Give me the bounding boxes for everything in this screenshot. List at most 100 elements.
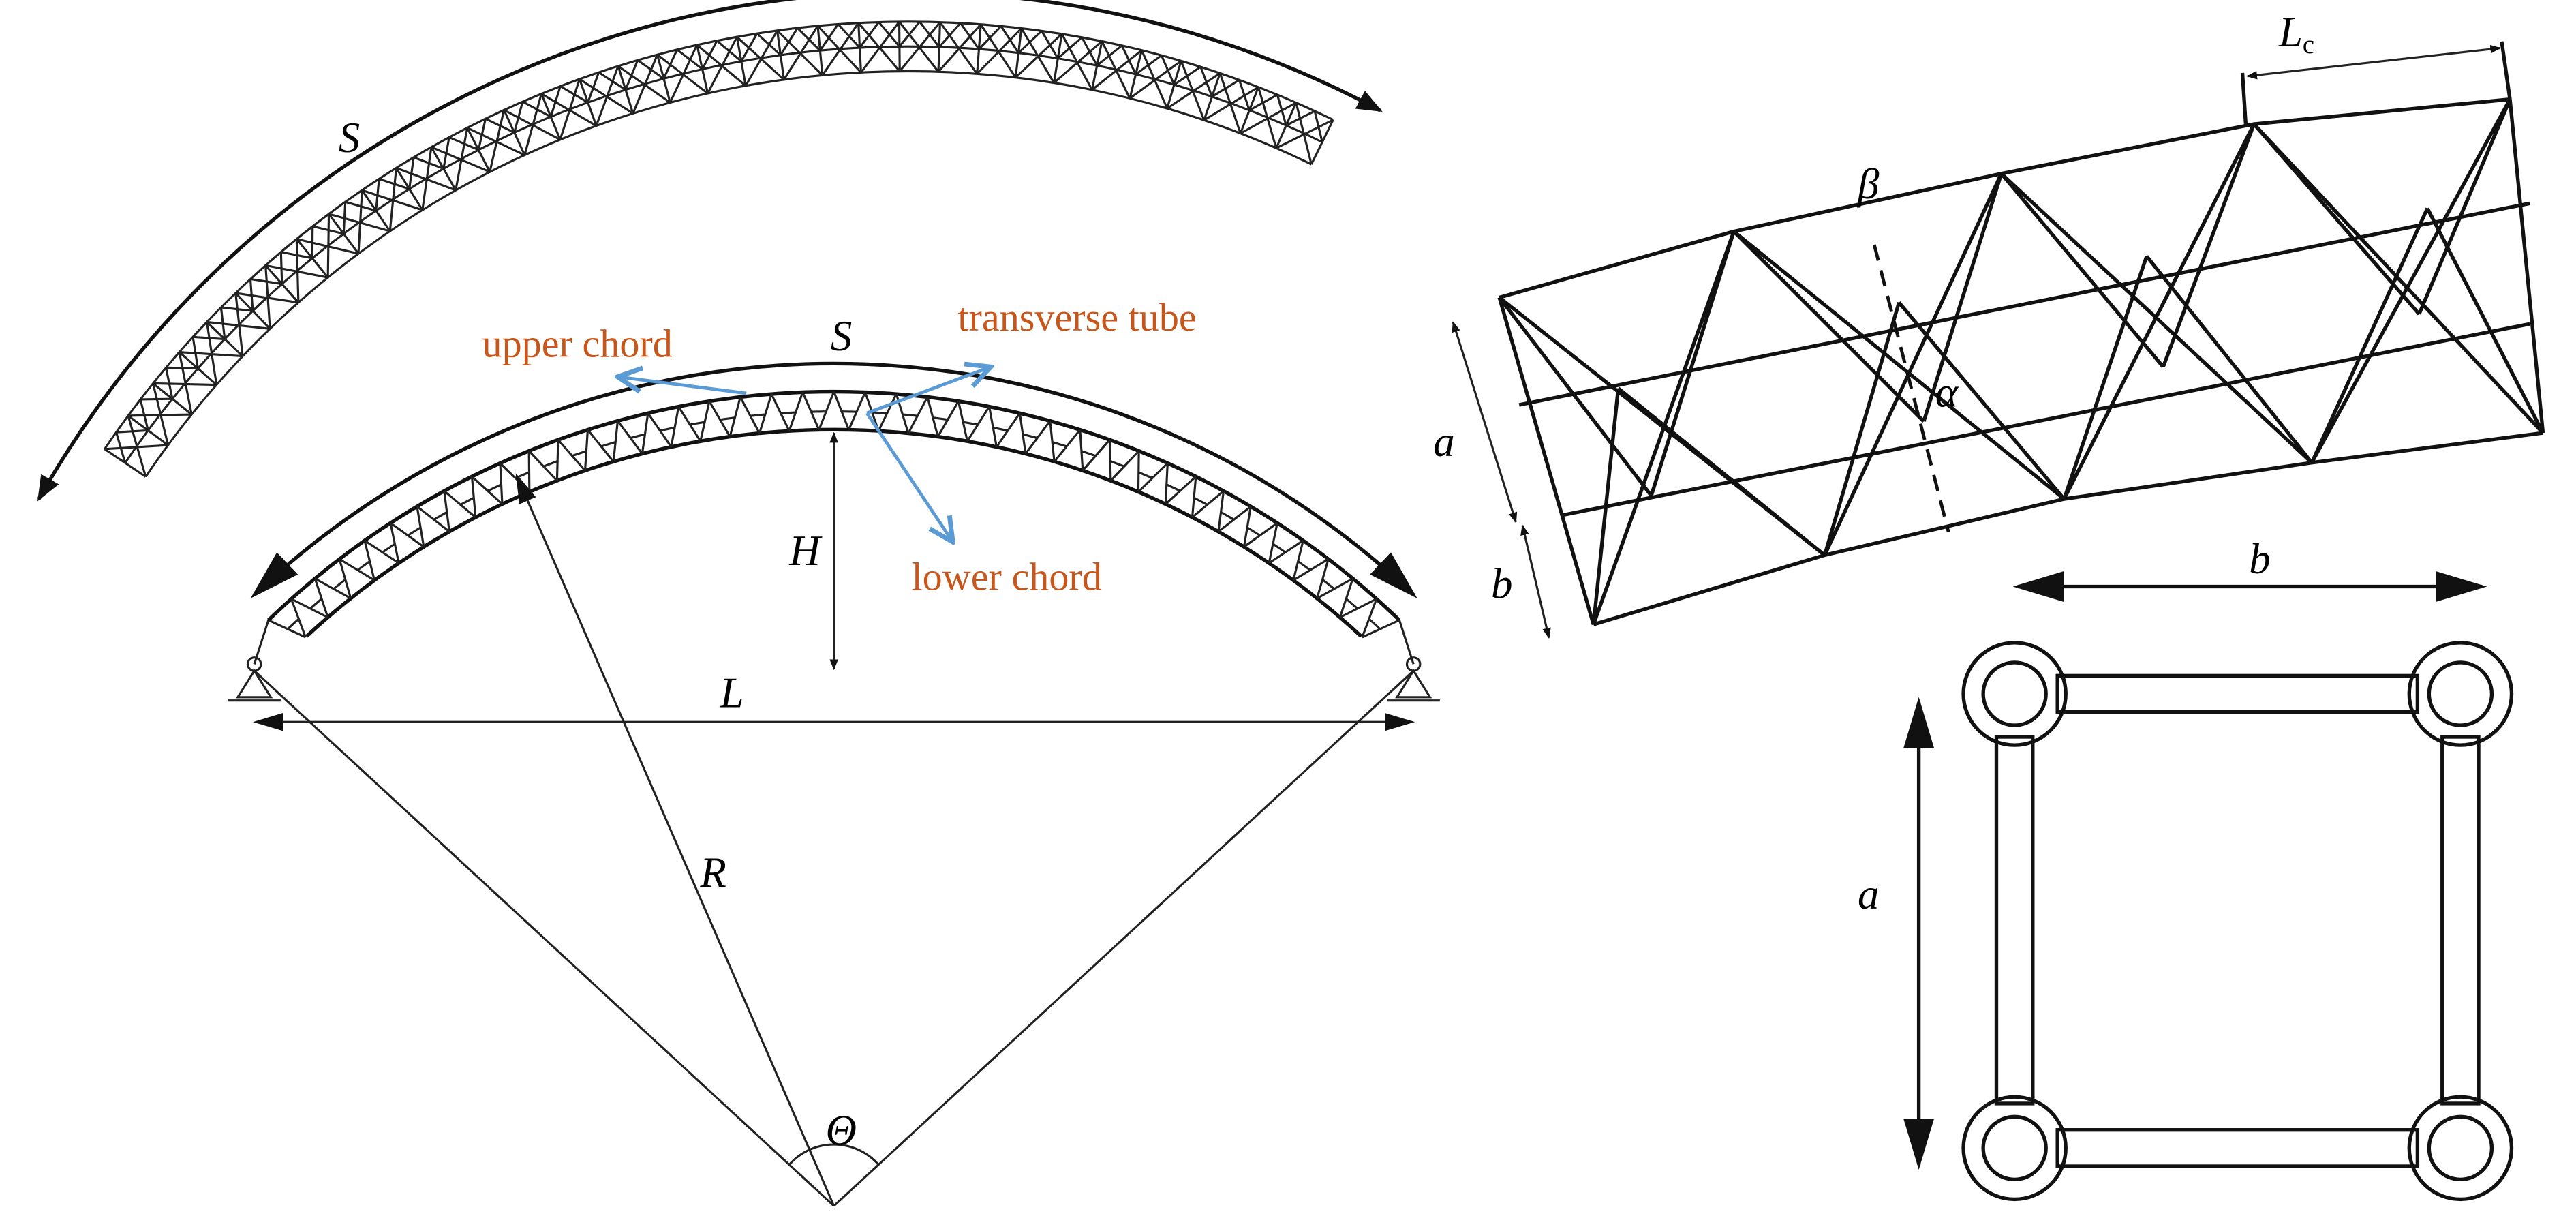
diagonal-member	[780, 27, 799, 56]
transverse-tube	[1052, 441, 1067, 448]
web-member	[988, 406, 998, 447]
diagonal-member	[489, 110, 506, 172]
diagonal-member	[662, 49, 678, 80]
chord-2	[144, 70, 1313, 478]
web-member	[1137, 462, 1169, 493]
transverse-tube	[1345, 598, 1358, 609]
transverse-tube	[460, 497, 474, 506]
diagonal-member	[2145, 255, 2314, 464]
web-member	[527, 451, 531, 492]
upper-chord	[266, 389, 1401, 622]
angle-alpha-label: α	[1935, 368, 1959, 416]
diagonal-member	[1732, 230, 1925, 423]
web-member	[1243, 522, 1278, 548]
diagonal-member	[116, 429, 149, 434]
diagonal-member	[375, 179, 380, 211]
diagonal-member	[1591, 230, 1736, 626]
diagonal-member	[637, 59, 664, 80]
web-member	[1165, 475, 1197, 505]
diagonal-member	[1822, 301, 1901, 556]
chord-tube-outer	[2407, 641, 2514, 747]
transverse-tube	[963, 421, 978, 426]
web-member	[936, 400, 960, 438]
transverse-member	[1310, 119, 1334, 165]
web-member	[1191, 476, 1197, 518]
diagonal-member	[2062, 123, 2256, 500]
diagonal-member	[859, 21, 880, 48]
lower-chord	[305, 427, 1363, 638]
diagonal-member	[937, 23, 982, 73]
diagonal-member	[938, 22, 962, 48]
diagonal-member	[797, 27, 821, 52]
web-member	[907, 396, 929, 434]
section-height-label: a	[1858, 870, 1880, 918]
web-member	[1053, 429, 1082, 463]
height-a-label: a	[1433, 418, 1455, 466]
diagonal-member	[1057, 36, 1083, 59]
web-member	[1109, 450, 1140, 482]
arc-length-arrow-top	[37, 0, 1383, 502]
transverse-member	[1275, 102, 1298, 149]
diagonal-member	[1096, 44, 1123, 67]
transverse-tube	[543, 460, 557, 468]
chord-line-middle-2	[1560, 322, 2530, 517]
diagonal-member	[716, 40, 742, 63]
panel-tick-right	[2500, 41, 2512, 100]
web-member	[471, 475, 504, 505]
height-a-arrow	[1452, 321, 1518, 523]
transverse-tube	[1298, 560, 1310, 571]
transverse-tube	[1272, 543, 1286, 553]
web-member	[739, 396, 761, 434]
diagonal-member	[295, 239, 300, 303]
transverse-tube	[933, 416, 948, 421]
lower-chord-arrow	[865, 412, 953, 542]
transverse-tube	[872, 411, 887, 414]
web-member	[699, 401, 711, 442]
web-member	[1024, 420, 1052, 455]
chord-0	[104, 20, 1334, 450]
web-member	[1164, 463, 1169, 504]
web-member	[290, 598, 328, 619]
transverse-tube	[357, 560, 370, 571]
transverse-tube	[1110, 460, 1124, 468]
web-member	[612, 421, 619, 462]
transverse-member	[696, 44, 709, 94]
transverse-tube	[750, 413, 765, 417]
diagonal-member	[1591, 388, 1621, 625]
end-post-right	[1398, 620, 1415, 665]
web-member	[1361, 598, 1378, 638]
chord-tube-inner	[2427, 660, 2494, 727]
web-member	[647, 412, 673, 448]
diagonal-member	[2062, 256, 2149, 500]
diagonal-member	[756, 33, 782, 57]
diagonal-member	[1000, 25, 1019, 54]
web-member	[583, 429, 589, 471]
radius-arrow	[515, 473, 835, 1206]
arc-length-label-mid: S	[831, 312, 853, 360]
transverse-member	[976, 24, 982, 74]
diagonal-member	[1081, 37, 1099, 66]
web-member	[1217, 505, 1252, 533]
web-member	[617, 420, 643, 455]
diagonal-member	[1616, 386, 1826, 557]
transverse-tube	[690, 421, 705, 426]
transverse-tube	[1322, 579, 1335, 590]
diagonal-member	[549, 86, 562, 117]
diagonal-member	[2252, 123, 2545, 434]
diagonal-member	[1053, 40, 1103, 84]
diagonal-member	[976, 27, 1022, 75]
transverse-tube	[993, 426, 1008, 432]
diagonal-member	[1120, 45, 1137, 75]
web-member	[290, 598, 307, 638]
diagonal-member	[1199, 66, 1214, 97]
transverse-tube	[309, 598, 322, 609]
web-member	[801, 391, 821, 431]
panel-length-label: Lc	[2278, 8, 2314, 59]
transverse-tube	[903, 413, 917, 417]
web-member	[268, 619, 307, 639]
diagonal-member	[740, 33, 758, 62]
web-member	[1049, 421, 1056, 462]
diagonal-member	[587, 72, 600, 103]
upper-chord-detail	[1499, 97, 2511, 300]
